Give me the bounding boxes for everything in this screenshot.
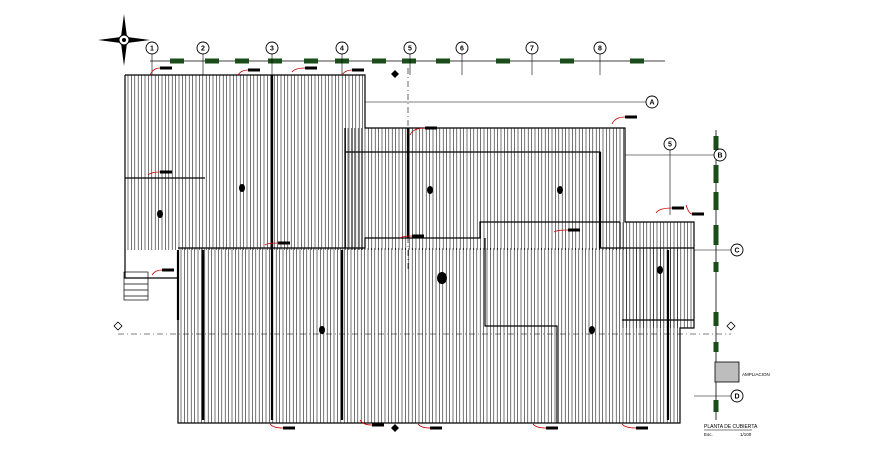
- leader: [237, 68, 260, 76]
- leader: [621, 423, 648, 430]
- ampliacion-callout: AMPLIACION: [714, 361, 770, 383]
- grid-row-label: C: [734, 248, 739, 255]
- grid-rows: A B C D: [365, 95, 744, 403]
- dimension-tick: [436, 58, 450, 64]
- dimension-tick: [496, 58, 510, 64]
- drain-marker: [239, 184, 245, 192]
- dimension-tick: [372, 58, 386, 64]
- dimension-tick: [560, 58, 574, 64]
- leader: [269, 423, 295, 430]
- dimension-tick: [713, 225, 719, 245]
- stair: [123, 271, 149, 301]
- grid-column-label: 8: [598, 46, 602, 53]
- drain-markers: [157, 184, 663, 334]
- grid-column-4: 4: [335, 41, 349, 75]
- leader: [151, 268, 174, 276]
- leader: [149, 66, 172, 76]
- top-dimension-marks: [170, 58, 644, 64]
- drain-marker: [319, 326, 325, 334]
- dimension-tick: [713, 136, 719, 150]
- grid-column-1: 1: [145, 41, 159, 75]
- drain-marker: [589, 326, 595, 334]
- leader-callouts: [147, 66, 704, 430]
- grid-column-extra: 5: [663, 137, 677, 215]
- grid-column-label: 7: [530, 46, 534, 53]
- drain-marker: [427, 186, 433, 194]
- dimension-tick: [713, 400, 719, 412]
- drain-marker: [657, 266, 663, 274]
- leader: [147, 170, 172, 176]
- dimension-tick: [304, 58, 318, 64]
- section-marker-icon: [113, 68, 736, 432]
- grid-row-label: A: [649, 100, 654, 107]
- leader: [611, 115, 637, 125]
- leader: [553, 228, 580, 233]
- grid-column-label: 4: [340, 46, 344, 53]
- right-dimension-marks: [713, 136, 719, 412]
- scale-value: 1/100: [740, 432, 752, 437]
- grid-column-5: 5: [403, 41, 417, 75]
- grid-column-label: 6: [460, 46, 464, 53]
- grid-row-A: A: [365, 95, 659, 109]
- leader: [417, 423, 442, 430]
- grid-column-3: 3: [265, 41, 279, 75]
- grid-row-label: D: [734, 394, 739, 401]
- grid-columns: 1 2 3 4 5 6 7 8 5: [145, 41, 677, 215]
- scale-prefix: Esc.: [704, 432, 713, 437]
- dimension-tick: [713, 165, 719, 183]
- leader: [685, 204, 704, 216]
- dimension-tick: [170, 58, 184, 64]
- leader: [655, 206, 684, 214]
- dimension-tick: [235, 58, 249, 64]
- roof-outline: [124, 74, 695, 424]
- grid-column-label: 5: [408, 46, 412, 53]
- grid-column-6: 6: [455, 41, 469, 75]
- compass-rose-icon: [98, 14, 150, 66]
- dimension-tick: [630, 58, 644, 64]
- grid-row-D: D: [694, 389, 744, 403]
- grid-column-7: 7: [525, 41, 539, 75]
- grid-column-label: 5: [668, 142, 672, 149]
- dimension-tick: [713, 262, 719, 272]
- leader: [532, 423, 558, 430]
- leader: [291, 66, 317, 73]
- leader: [399, 234, 424, 239]
- dimension-tick: [268, 58, 282, 64]
- drain-marker: [557, 186, 563, 194]
- drawing-title: PLANTA DE CUBIERTA: [704, 424, 758, 430]
- grid-column-label: 1: [150, 46, 154, 53]
- leader: [341, 68, 364, 76]
- gutters: [176, 75, 670, 420]
- grid-column-label: 3: [270, 46, 274, 53]
- drain-marker: [437, 272, 447, 284]
- roof-sheets: [127, 75, 692, 423]
- dimension-tick: [713, 312, 719, 326]
- grid-row-label: B: [717, 153, 722, 160]
- grid-row-B: B: [625, 148, 727, 162]
- leader: [409, 126, 437, 136]
- dimension-tick: [713, 192, 719, 210]
- dimension-tick: [402, 58, 416, 64]
- dimension-tick: [205, 58, 219, 64]
- grid-row-C: C: [694, 243, 744, 257]
- drain-marker: [157, 210, 163, 218]
- dimension-tick: [713, 342, 719, 352]
- grid-column-label: 2: [201, 46, 205, 53]
- ampliacion-label: AMPLIACION: [742, 372, 770, 377]
- leader: [359, 419, 384, 427]
- grid-column-2: 2: [196, 41, 210, 75]
- grid-column-8: 8: [593, 41, 607, 75]
- title-block: PLANTA DE CUBIERTA Esc. 1/100: [704, 424, 758, 437]
- leader: [264, 241, 290, 246]
